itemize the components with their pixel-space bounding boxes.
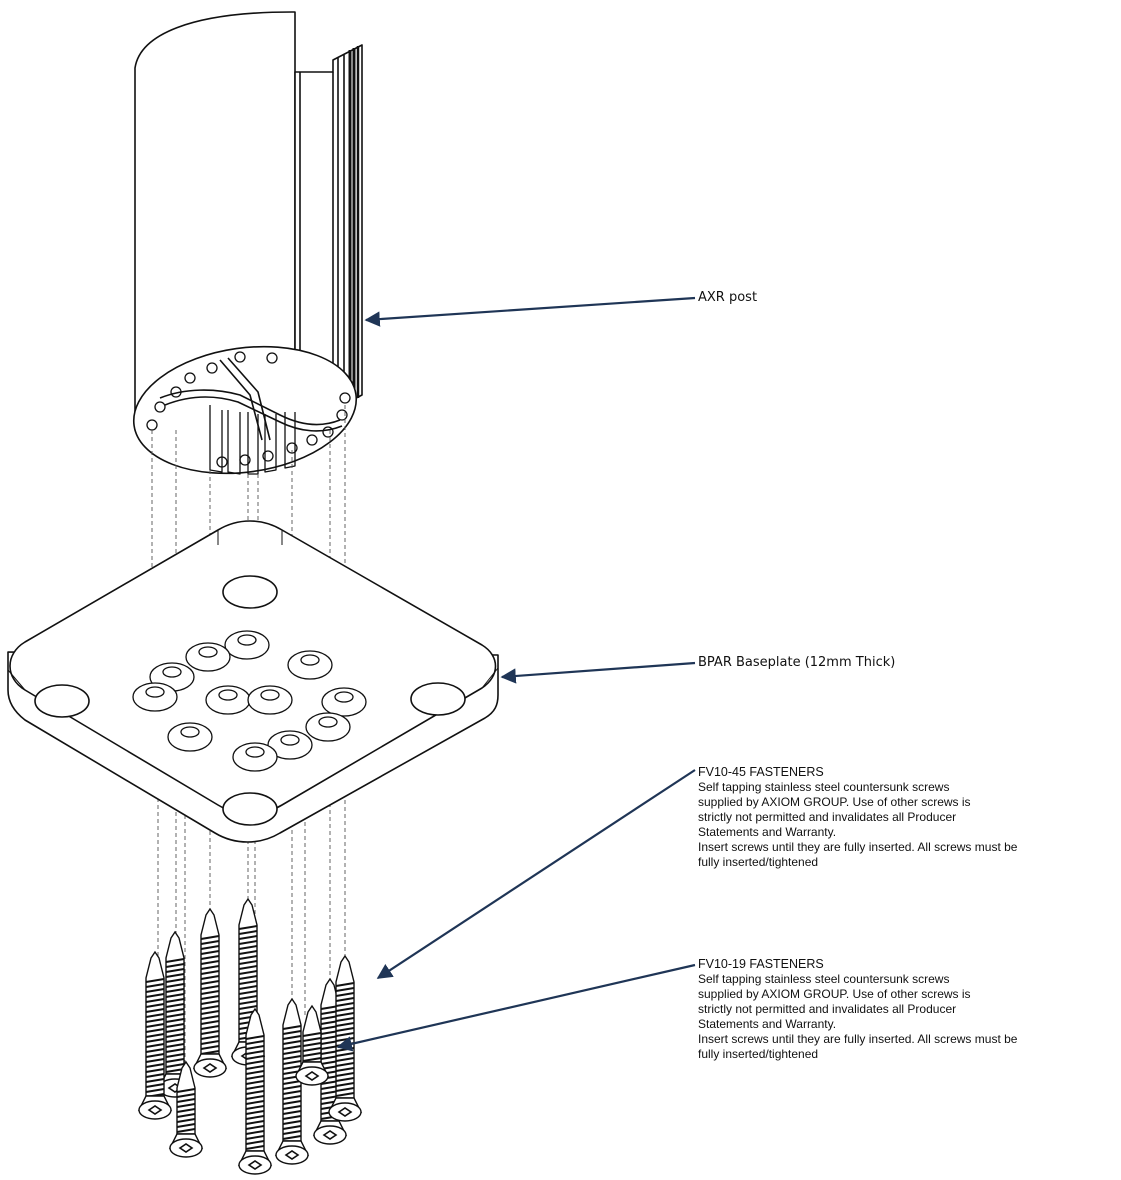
screw: [294, 1004, 330, 1086]
fv10-19-line: Self tapping stainless steel countersunk…: [698, 972, 950, 986]
leader-arrows: [336, 296, 696, 1052]
screw: [168, 1060, 204, 1158]
axr-post: [132, 11, 363, 475]
fv10-45-label: FV10-45 FASTENERS Self tapping stainless…: [698, 765, 1017, 870]
screw: [137, 950, 173, 1120]
baseplate-corner-hole: [222, 792, 278, 826]
fv10-19-line: supplied by AXIOM GROUP. Use of other sc…: [698, 987, 971, 1001]
fv10-19-line: fully inserted/tightened: [698, 1047, 819, 1061]
leader-fv10-19: [336, 963, 696, 1052]
fv10-45-line: fully inserted/tightened: [698, 855, 819, 869]
axr-post-label: AXR post: [698, 290, 757, 305]
screw: [327, 954, 363, 1122]
leader-post: [364, 296, 696, 327]
fv10-45-line: Self tapping stainless steel countersunk…: [698, 780, 950, 794]
post-end-face: [132, 345, 358, 475]
fv10-19-label: FV10-19 FASTENERS Self tapping stainless…: [698, 957, 1017, 1062]
baseplate-top-face: [9, 520, 497, 815]
fv10-45-title: FV10-45 FASTENERS: [698, 765, 824, 779]
fv10-45-line: Statements and Warranty.: [698, 825, 837, 839]
fastener-screws: [137, 897, 363, 1175]
leader-baseplate: [500, 661, 696, 684]
fv10-19-line: Statements and Warranty.: [698, 1017, 837, 1031]
baseplate-label-text: BPAR Baseplate (12mm Thick): [698, 655, 896, 670]
baseplate-countersunk-holes: [132, 630, 367, 772]
fv10-19-title: FV10-19 FASTENERS: [698, 957, 824, 971]
fv10-45-line: supplied by AXIOM GROUP. Use of other sc…: [698, 795, 971, 809]
baseplate-label: BPAR Baseplate (12mm Thick): [698, 655, 895, 670]
fv10-45-line: Insert screws until they are fully inser…: [698, 840, 1018, 854]
fv10-45-line: strictly not permitted and invalidates a…: [698, 810, 957, 824]
screw: [312, 977, 348, 1145]
baseplate-corner-hole: [222, 575, 278, 609]
baseplate-corner-hole: [34, 684, 90, 718]
screw: [192, 907, 228, 1078]
leader-fv10-45: [376, 769, 696, 979]
baseplate-corner-hole: [410, 682, 466, 716]
bpar-baseplate: [7, 520, 499, 843]
axr-post-label-text: AXR post: [698, 290, 758, 305]
screw: [237, 1007, 273, 1175]
fv10-19-line: strictly not permitted and invalidates a…: [698, 1002, 957, 1016]
fv10-19-line: Insert screws until they are fully inser…: [698, 1032, 1018, 1046]
